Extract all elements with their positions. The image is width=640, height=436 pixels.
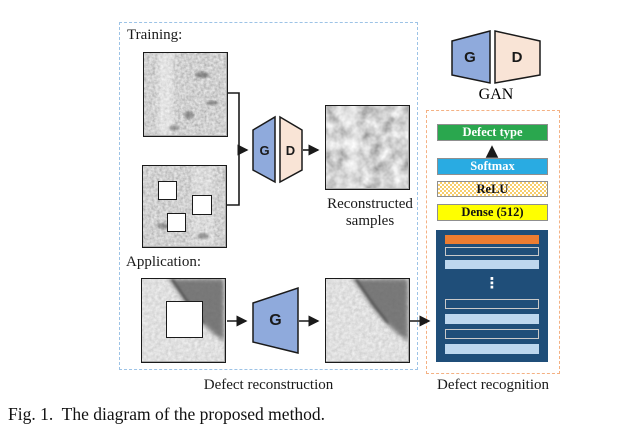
relu-bar: ReLU: [437, 181, 548, 197]
network-layer-bar-lightblue: [445, 344, 539, 354]
network-layer-bar-checker: [445, 299, 539, 309]
network-layers-panel: ⋮: [436, 230, 548, 362]
mask-square-2: [192, 195, 212, 215]
defect-recognition-box: [426, 110, 560, 374]
softmax-bar: Softmax: [437, 158, 548, 175]
hidden-layers-ellipsis: ⋮: [484, 274, 500, 292]
application-generator-letter: G: [269, 312, 282, 329]
training-sample-image: [143, 52, 228, 137]
mask-square-3: [167, 213, 186, 232]
reconstructed-sample-image: [325, 105, 410, 190]
gan-legend-label: GAN: [478, 86, 514, 103]
network-layer-bar-lightblue: [445, 314, 539, 324]
defect-reconstruction-label: Defect reconstruction: [203, 377, 334, 393]
reconstructed-samples-label: Reconstructed samples: [325, 196, 415, 230]
defect-reconstruction-box: [119, 22, 418, 370]
training-label: Training:: [127, 27, 183, 43]
mask-square-1: [158, 181, 177, 200]
gan-legend-generator-letter: G: [464, 49, 476, 66]
network-layer-bar-checker: [445, 329, 539, 339]
application-output-image: [325, 278, 410, 363]
application-mask-square: [166, 301, 203, 338]
figure-caption: Fig. 1. The diagram of the proposed meth…: [8, 404, 326, 424]
reconstructed-label-line2: samples: [345, 213, 395, 229]
gan-legend-discriminator-letter: D: [511, 49, 523, 66]
reconstructed-label-line1: Reconstructed: [327, 196, 413, 212]
defect-type-bar: Defect type: [437, 124, 548, 141]
network-layer-bar-checker: [445, 247, 539, 256]
application-label: Application:: [126, 254, 201, 270]
dense-bar: Dense (512): [437, 204, 548, 221]
application-input-image: [141, 278, 226, 363]
defect-recognition-label: Defect recognition: [436, 377, 550, 393]
network-layer-bar-lightblue: [445, 260, 539, 269]
training-generator-letter: G: [259, 143, 270, 158]
network-layer-bar-orange: [445, 235, 539, 244]
masked-sample-image: [142, 165, 227, 248]
training-discriminator-letter: D: [285, 143, 296, 158]
